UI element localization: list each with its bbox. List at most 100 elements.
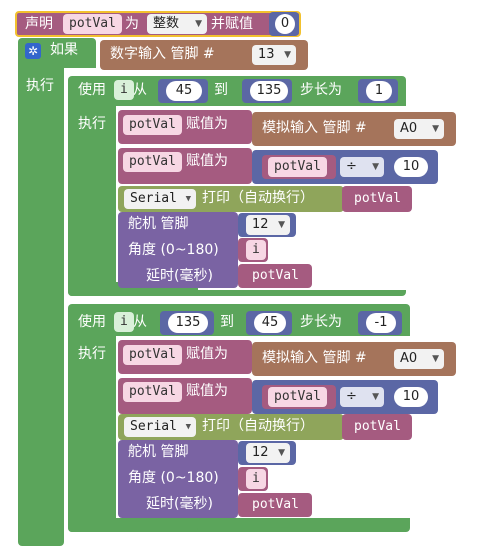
loop2-step-label: 步长为 [300,314,342,330]
chevron-down-icon: ▼ [185,194,191,204]
loop1-var[interactable]: i [114,80,134,100]
digital-input-block[interactable]: 数字输入 管脚 # 13 ▼ [100,40,308,70]
loop1-end[interactable]: 135 [250,81,288,101]
chevron-down-icon: ▼ [195,19,202,29]
loop1-divide-var[interactable]: potVal [268,157,327,177]
loop1-start[interactable]: 45 [166,81,202,101]
loop1-do-label: 执行 [78,116,106,132]
loop2-serial-var[interactable]: potVal [348,417,407,437]
loop2-analog-block[interactable]: 模拟输入 管脚 # A0▼ [252,342,456,376]
declare-assign-label: 并赋值 [211,16,253,32]
loop1-delay-label: 延时(毫秒) [146,268,213,284]
loop1-serial-var[interactable]: potVal [348,189,407,209]
chevron-down-icon: ▼ [278,448,285,458]
loop2-delay-label: 延时(毫秒) [146,496,213,512]
loop2-start-block[interactable]: 135 [160,311,214,335]
loop1-angle-var[interactable]: i [246,240,266,260]
chevron-down-icon: ▼ [284,50,291,60]
loop2-step-block[interactable]: -1 [358,311,402,335]
chevron-down-icon: ▼ [432,124,439,134]
loop1-op-dropdown[interactable]: ÷▼ [340,157,384,177]
declare-type-value: 整数 [153,16,180,31]
loop2-assign1-var[interactable]: potVal [123,345,182,365]
declare-type-dropdown[interactable]: 整数 ▼ [147,14,207,34]
loop1-servo-pin-dropdown[interactable]: 12▼ [246,215,290,235]
loop1-step-label: 步长为 [300,82,342,98]
loop2-assign1-label: 赋值为 [186,346,228,362]
declare-var-name[interactable]: potVal [63,14,122,34]
loop1-analog-label: 模拟输入 管脚 # [262,120,367,136]
loop2-step[interactable]: -1 [366,313,396,333]
loop2-divisor[interactable]: 10 [394,387,428,407]
loop2-assign-divide[interactable]: potVal 赋值为 [118,378,252,414]
loop1-divisor[interactable]: 10 [394,157,428,177]
loop2-assign2-label: 赋值为 [186,383,228,399]
loop1-analog-pin-dropdown[interactable]: A0 ▼ [394,119,444,139]
loop1-start-block[interactable]: 45 [158,79,208,103]
loop1-assign-analog[interactable]: potVal 赋值为 [118,110,252,144]
loop2-servo-block[interactable]: 舵机 管脚 角度 (0~180) 延时(毫秒) [118,440,238,518]
loop1-serial-name: Serial [130,191,177,206]
loop1-servo-block[interactable]: 舵机 管脚 角度 (0~180) 延时(毫秒) [118,212,238,288]
loop2-from-label: 从 [133,314,147,330]
if-block-spine [18,66,64,546]
loop2-serial-block[interactable]: Serial ▼ 打印（自动换行） [118,414,344,440]
loop2-serial-label: 打印（自动换行） [202,418,314,434]
loop2-end-block[interactable]: 45 [246,311,292,335]
declare-value-block[interactable]: 0 [269,12,299,36]
loop2-divide-block[interactable]: potVal ÷▼ 10 [252,380,438,414]
loop1-analog-block[interactable]: 模拟输入 管脚 # A0 ▼ [252,112,456,146]
loop1-assign1-var[interactable]: potVal [123,115,182,135]
loop2-delay-var[interactable]: potVal [246,495,305,515]
declare-block[interactable]: 声明 potVal 为 整数▼ 并赋值 0 [15,11,301,37]
chevron-down-icon: ▼ [372,392,379,402]
loop2-var[interactable]: i [114,312,134,332]
digital-pin-value: 13 [258,47,275,62]
loop2-op-dropdown[interactable]: ÷▼ [340,387,384,407]
loop2-servo-pin-dropdown[interactable]: 12 ▼ [246,443,290,463]
loop2-serial-var-block[interactable]: potVal [342,414,412,440]
loop1-op: ÷ [346,159,357,174]
loop2-assign2-var[interactable]: potVal [123,382,182,402]
loop2-serial-dropdown[interactable]: Serial ▼ [124,417,196,437]
loop1-serial-dropdown[interactable]: Serial ▼ [124,189,196,209]
loop1-use-label: 使用 [78,82,106,98]
loop2-assign-analog[interactable]: potVal 赋值为 [118,340,252,374]
declare-value[interactable]: 0 [275,14,295,34]
loop2-divide-var[interactable]: potVal [268,387,327,407]
digital-input-label: 数字输入 管脚 # [110,46,215,62]
loop2-delay-var-block[interactable]: potVal [238,493,312,517]
loop2-servo-pin: 12 [252,445,269,460]
loop2-angle-var-block[interactable]: i [238,467,268,491]
loop1-assign-divide[interactable]: potVal 赋值为 [118,148,252,184]
loop2-use-label: 使用 [78,314,106,330]
loop2-servo-label: 舵机 管脚 [128,444,189,460]
loop2-servo-pin-block[interactable]: 12 ▼ [238,441,296,465]
loop1-step-block[interactable]: 1 [358,79,398,103]
loop1-assign2-var[interactable]: potVal [123,152,182,172]
loop2-op: ÷ [346,389,357,404]
loop1-delay-var[interactable]: potVal [246,266,305,286]
loop2-analog-label: 模拟输入 管脚 # [262,350,367,366]
loop1-end-block[interactable]: 135 [242,79,292,103]
loop1-servo-pin-block[interactable]: 12▼ [238,213,296,237]
loop1-analog-pin: A0 [400,121,418,136]
digital-pin-dropdown[interactable]: 13 ▼ [252,45,296,65]
loop1-to-label: 到 [214,82,228,98]
loop1-serial-var-block[interactable]: potVal [342,186,412,212]
loop2-end[interactable]: 45 [254,313,286,333]
loop2-angle-var[interactable]: i [246,469,266,489]
loop1-delay-var-block[interactable]: potVal [238,264,312,288]
loop2-analog-pin-dropdown[interactable]: A0▼ [394,349,444,369]
chevron-down-icon: ▼ [185,422,191,432]
chevron-down-icon: ▼ [278,220,285,230]
loop1-divide-block[interactable]: potVal ÷▼ 10 [252,150,438,184]
loop1-step[interactable]: 1 [366,81,392,101]
loop1-serial-block[interactable]: Serial▼ 打印（自动换行） [118,186,344,212]
gear-icon[interactable]: ✲ [25,43,41,59]
if-block[interactable]: ✲ 如果 [18,38,96,68]
loop2-serial-name: Serial [130,419,177,434]
if-label: 如果 [50,42,78,58]
loop2-start[interactable]: 135 [168,313,208,333]
loop1-angle-var-block[interactable]: i [238,238,268,262]
